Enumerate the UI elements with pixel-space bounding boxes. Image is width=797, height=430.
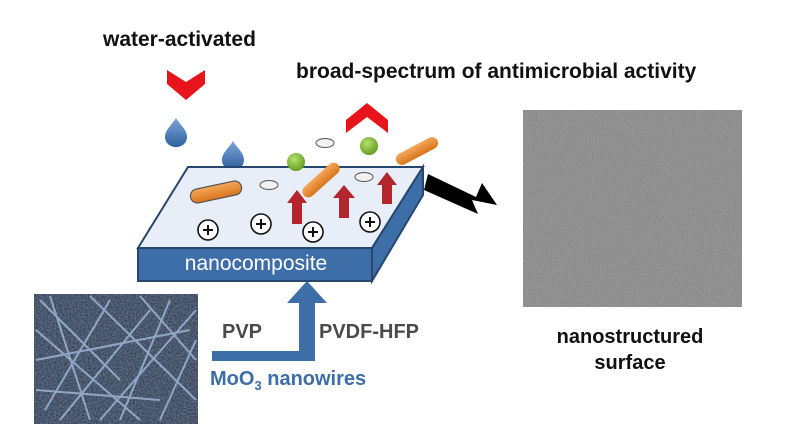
arrow-right-icon: [424, 174, 497, 214]
water-activated-label: water-activated: [103, 28, 256, 51]
nanostructured-surface-label: nanostructured surface: [525, 324, 735, 376]
chevron-down-icon: [167, 70, 205, 100]
moo3-nanowires-label: MoO3 nanowires: [210, 368, 366, 393]
sem-image: [523, 110, 742, 307]
chevron-up-icon: [346, 103, 388, 133]
moo3-suffix: nanowires: [261, 368, 367, 390]
antimicrobial-label: broad-spectrum of antimicrobial activity: [296, 60, 697, 83]
moo3-subscript: 3: [254, 378, 262, 393]
plus-icon: [359, 211, 381, 233]
nanowire-image: [34, 294, 198, 424]
ion-particle: [315, 138, 335, 148]
bacterium-icon: [302, 162, 340, 198]
ion-particle: [259, 180, 279, 190]
pvp-label: PVP: [222, 321, 263, 343]
nanocomposite-label: nanocomposite: [184, 252, 328, 275]
nanocomposite-box: [137, 247, 373, 282]
plus-icon: [302, 221, 324, 243]
plus-icon: [250, 213, 272, 235]
pvdf-hfp-label: PVDF-HFP: [319, 321, 419, 343]
nanostructured-line1: nanostructured: [556, 326, 704, 348]
arrow-up-icon: [287, 190, 307, 224]
moo3-prefix: MoO: [210, 368, 255, 390]
bacterium-icon: [189, 180, 243, 204]
bacterium-icon: [395, 137, 439, 165]
arrow-up-icon: [377, 172, 397, 204]
green-particle: [287, 153, 305, 171]
water-drop-icon: [222, 141, 244, 170]
green-particle: [360, 137, 378, 155]
plus-icon: [197, 219, 219, 241]
ion-particle: [354, 172, 374, 182]
arrow-up-icon: [333, 185, 355, 218]
water-drop-icon: [165, 118, 187, 147]
arrow-up-icon: [212, 281, 327, 361]
nanostructured-line2: surface: [594, 352, 666, 374]
